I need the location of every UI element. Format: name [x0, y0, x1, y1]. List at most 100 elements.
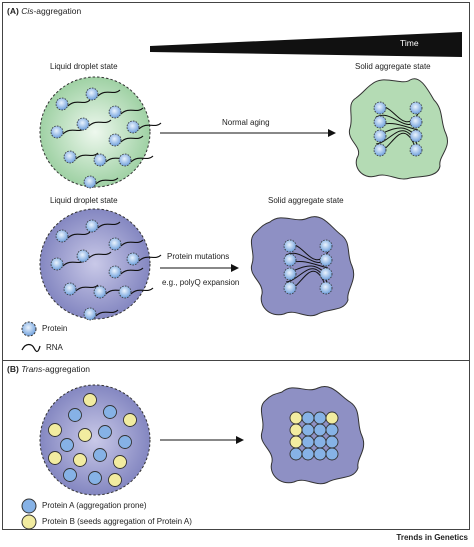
protein-dot: [409, 129, 423, 143]
rna-strand: [138, 254, 162, 262]
protein-a-dot: [313, 447, 327, 461]
protein-dot: [118, 285, 132, 299]
protein-b-dot: [78, 428, 92, 442]
trans-droplet: [39, 384, 151, 496]
legend-protein-label: Protein: [42, 324, 68, 333]
aggregate-proteins: [283, 239, 333, 295]
protein-a-dot: [103, 405, 117, 419]
protein-dot: [76, 117, 90, 131]
protein-dot: [108, 133, 122, 147]
legend-protein-a-label: Protein A (aggregation prone): [42, 501, 147, 510]
rna-strand: [120, 107, 144, 115]
aggregate-proteins: [373, 101, 423, 157]
protein-dot: [63, 282, 77, 296]
protein-dot: [373, 115, 387, 129]
legend-protein-icon: [21, 321, 37, 337]
protein-dot: [93, 153, 107, 167]
protein-a-dot: [313, 423, 327, 437]
protein-a-dot: [93, 448, 107, 462]
protein-a-dot: [313, 435, 327, 449]
solid-aggregate-purple: [250, 216, 355, 317]
protein-a-dot: [60, 438, 74, 452]
panel-divider: [2, 360, 470, 361]
row1-right-label: Solid aggregate state: [355, 62, 431, 71]
protein-b-dot: [289, 435, 303, 449]
rna-strand: [97, 221, 121, 229]
protein-dot: [50, 125, 64, 139]
protein-a-dot: [301, 435, 315, 449]
protein-dot: [319, 239, 333, 253]
protein-b-dot: [113, 455, 127, 469]
protein-dot: [83, 175, 97, 189]
protein-b-dot: [48, 423, 62, 437]
rna-strand: [120, 267, 144, 275]
protein-a-dot: [63, 468, 77, 482]
droplet-proteins: [50, 87, 162, 189]
protein-dot: [108, 237, 122, 251]
protein-a-dot: [325, 447, 339, 461]
protein-dot: [55, 229, 69, 243]
row2-arrow-label-1: Protein mutations: [167, 252, 230, 261]
protein-dot: [50, 257, 64, 271]
protein-dot: [283, 281, 297, 295]
protein-dot: [409, 143, 423, 157]
protein-dot: [409, 115, 423, 129]
protein-b-dot: [289, 411, 303, 425]
protein-dot: [76, 249, 90, 263]
protein-a-dot: [301, 447, 315, 461]
protein-a-dot: [289, 447, 303, 461]
rna-strand: [88, 251, 112, 259]
rna-strand: [120, 135, 144, 143]
liquid-droplet-green: [39, 76, 162, 189]
protein-dot: [319, 281, 333, 295]
protein-b-dot: [289, 423, 303, 437]
row1-left-label: Liquid droplet state: [50, 62, 118, 71]
protein-a-dot: [68, 408, 82, 422]
legend-protein-a-icon: [21, 498, 37, 514]
rna-strand: [75, 152, 99, 160]
protein-dot: [373, 143, 387, 157]
trans-aggregate: [260, 386, 365, 485]
legend-rna-icon: [21, 343, 41, 353]
protein-dot: [126, 120, 140, 134]
protein-dot: [409, 101, 423, 115]
protein-dot: [93, 285, 107, 299]
protein-a-dot: [325, 423, 339, 437]
protein-b-dot: [48, 451, 62, 465]
protein-dot: [373, 129, 387, 143]
row1-arrow-label: Normal aging: [222, 118, 270, 127]
protein-dot: [85, 87, 99, 101]
row2-left-label: Liquid droplet state: [50, 196, 118, 205]
rna-strand: [130, 155, 154, 163]
protein-dot: [319, 267, 333, 281]
rna-strand: [95, 177, 119, 185]
protein-a-dot: [98, 425, 112, 439]
row2-right-label: Solid aggregate state: [268, 196, 344, 205]
rna-strand: [120, 239, 144, 247]
droplet-proteins: [50, 219, 162, 321]
protein-a-dot: [88, 471, 102, 485]
legend-protein-b-icon: [21, 514, 37, 530]
journal-footer: Trends in Genetics: [396, 533, 468, 542]
rna-strand: [67, 231, 91, 239]
rna-strand: [97, 89, 121, 97]
panel-a-title: (A) Cis-aggregation: [7, 6, 82, 16]
protein-b-dot: [123, 413, 137, 427]
protein-dot: [63, 150, 77, 164]
protein-b-dot: [325, 411, 339, 425]
liquid-droplet-purple: [39, 208, 162, 321]
protein-b-dot: [73, 453, 87, 467]
solid-aggregate-green: [348, 78, 448, 180]
protein-dot: [283, 267, 297, 281]
rna-strand: [95, 309, 119, 317]
protein-dot: [283, 253, 297, 267]
protein-a-dot: [313, 411, 327, 425]
time-label: Time: [400, 38, 419, 48]
protein-dot: [319, 253, 333, 267]
protein-dot: [85, 219, 99, 233]
rna-strand: [130, 287, 154, 295]
row2-arrow-label-2: e.g., polyQ expansion: [162, 278, 240, 287]
protein-a-dot: [325, 435, 339, 449]
panel-b-title: (B) Trans-aggregation: [7, 364, 91, 374]
protein-b-dot: [108, 473, 122, 487]
